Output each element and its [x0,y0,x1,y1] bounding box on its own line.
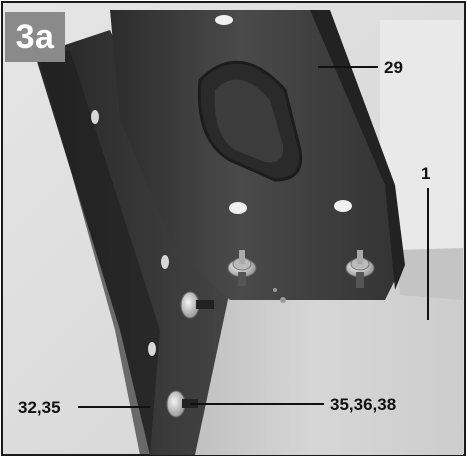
bolt [345,250,375,288]
panel-label-badge: 3a [5,12,65,62]
callout-1: 1 [421,164,431,183]
panel-label: 3a [15,17,55,56]
bolt [227,250,257,286]
bolt [180,291,214,319]
callout-29: 29 [384,58,403,77]
callout-35-36-38: 35,36,38 [330,395,397,414]
callout-32-35: 32,35 [18,398,61,417]
